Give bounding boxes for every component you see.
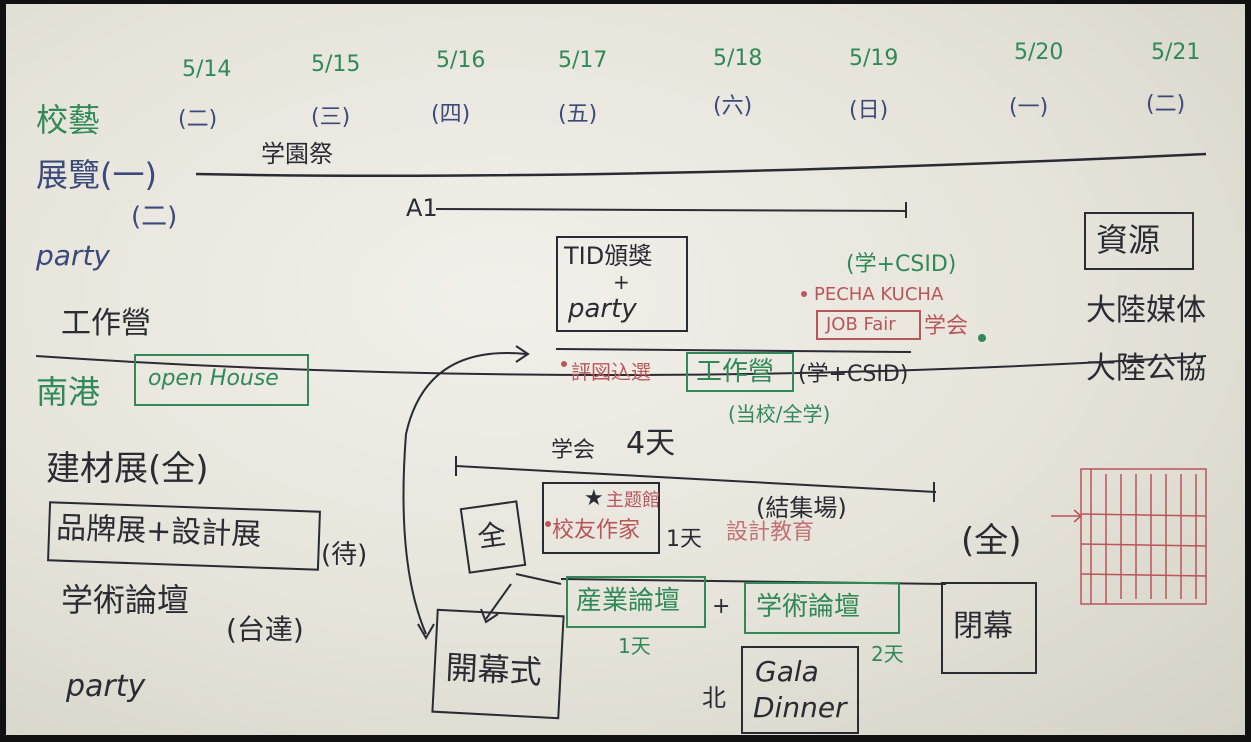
label-nangang: 南港 — [36, 373, 101, 411]
opening-label: 開幕式 — [444, 648, 543, 692]
label-brand-note: (待) — [321, 540, 368, 570]
xuehui-label: 学会 — [924, 314, 969, 339]
xueyuan-label: 学会 — [551, 438, 596, 463]
days-1-label: 1天 — [618, 634, 651, 658]
label-workshop: 工作營 — [61, 306, 151, 341]
star-icon: ★ — [584, 486, 604, 511]
date-5-16: 5/16 — [436, 48, 486, 73]
academic-label: 学術論壇 — [756, 592, 861, 622]
date-5-19: 5/19 — [849, 46, 899, 71]
tid-title: TID頒獎 — [564, 242, 653, 270]
tid-plus: + — [613, 270, 630, 294]
opening-box: 開幕式 — [431, 608, 565, 720]
gala-label-2: Dinner — [753, 691, 847, 724]
gala-label-1: Gala — [755, 655, 819, 688]
longtable-label: 校友作家 — [552, 518, 641, 543]
day-5-21: (二) — [1146, 92, 1186, 117]
days-2-label: 2天 — [871, 642, 904, 666]
ink-strokes — [35, 152, 1207, 641]
north-label: 北 — [702, 684, 726, 712]
xue-csid-label: (学+CSID) — [846, 252, 957, 277]
label-jiancai: 建材展(全) — [46, 449, 209, 489]
workshop-title: 工作營 — [696, 357, 775, 387]
resources-item-1: 大陸媒体 — [1086, 293, 1206, 328]
date-5-18: 5/18 — [713, 46, 763, 71]
day-5-18: (六) — [713, 94, 753, 119]
date-5-15: 5/15 — [311, 52, 361, 77]
forum-plus: + — [712, 594, 731, 619]
academic-box: 学術論壇 — [744, 582, 900, 634]
full-label-1: 全 — [475, 517, 508, 554]
label-exhibit-1: 展覽(一) — [36, 156, 157, 194]
day-5-17: (五) — [558, 102, 598, 127]
mainhall-box: ★ 主题館 校友作家 — [542, 482, 660, 554]
full-box: 全 — [459, 500, 527, 574]
workshop-box: 工作營 — [686, 352, 794, 392]
label-brand: 品牌展+設計展 — [55, 510, 262, 553]
date-5-21: 5/21 — [1151, 40, 1201, 65]
label-forum: 学術論壇 — [61, 581, 190, 619]
tid-box: TID頒獎 + party — [556, 236, 688, 332]
workshop-pre-label: 評図込選 — [571, 360, 651, 384]
resources-title: 資源 — [1096, 221, 1161, 259]
mainhall-label: 主题館 — [606, 490, 660, 511]
venue-label: (結集場) — [756, 494, 847, 522]
campus-fest-label: 学園祭 — [261, 140, 333, 168]
label-party: party — [36, 239, 110, 272]
tid-party: party — [568, 294, 637, 324]
days-label: 4天 — [626, 426, 676, 461]
resources-box: 資源 — [1084, 212, 1194, 270]
date-5-14: 5/14 — [182, 57, 232, 82]
industry-label: 産業論壇 — [576, 586, 681, 616]
gala-box: Gala Dinner — [741, 646, 859, 734]
one-day-label: 1天 — [666, 527, 702, 552]
date-5-20: 5/20 — [1014, 40, 1064, 65]
jobfair-box: JOB Fair — [816, 310, 921, 340]
brand-box: 品牌展+設計展 — [47, 501, 321, 571]
closing-label: 閉幕 — [953, 609, 1013, 644]
resources-item-2: 大陸公協 — [1086, 351, 1206, 386]
red-note-label: 設計教育 — [726, 520, 815, 545]
day-5-14: (二) — [178, 107, 218, 132]
day-5-15: (三) — [311, 105, 351, 130]
day-5-20: (一) — [1009, 95, 1049, 120]
full-label-2: (全) — [961, 521, 1022, 561]
date-5-17: 5/17 — [558, 48, 608, 73]
closing-box: 閉幕 — [941, 582, 1037, 674]
jobfair-label: JOB Fair — [826, 314, 896, 335]
whiteboard: 5/14 (二) 5/15 (三) 5/16 (四) 5/17 (五) 5/18… — [6, 4, 1245, 735]
label-party-2: party — [66, 669, 146, 704]
label-forum-note: (台達) — [226, 613, 304, 646]
workshop-note-2: (当校/全学) — [728, 402, 831, 426]
workshop-note-1: (学+CSID) — [798, 362, 909, 387]
industry-box: 産業論壇 — [566, 576, 706, 628]
label-exhibit-2: (二) — [131, 202, 178, 232]
open-house-label: open House — [148, 366, 279, 391]
pecha-kucha-label: PECHA KUCHA — [814, 284, 944, 305]
open-house-box: open House — [134, 354, 309, 406]
label-xiaoyi: 校藝 — [36, 101, 101, 139]
day-5-19: (日) — [849, 98, 889, 123]
a1-label: A1 — [406, 194, 438, 222]
day-5-16: (四) — [431, 102, 471, 127]
